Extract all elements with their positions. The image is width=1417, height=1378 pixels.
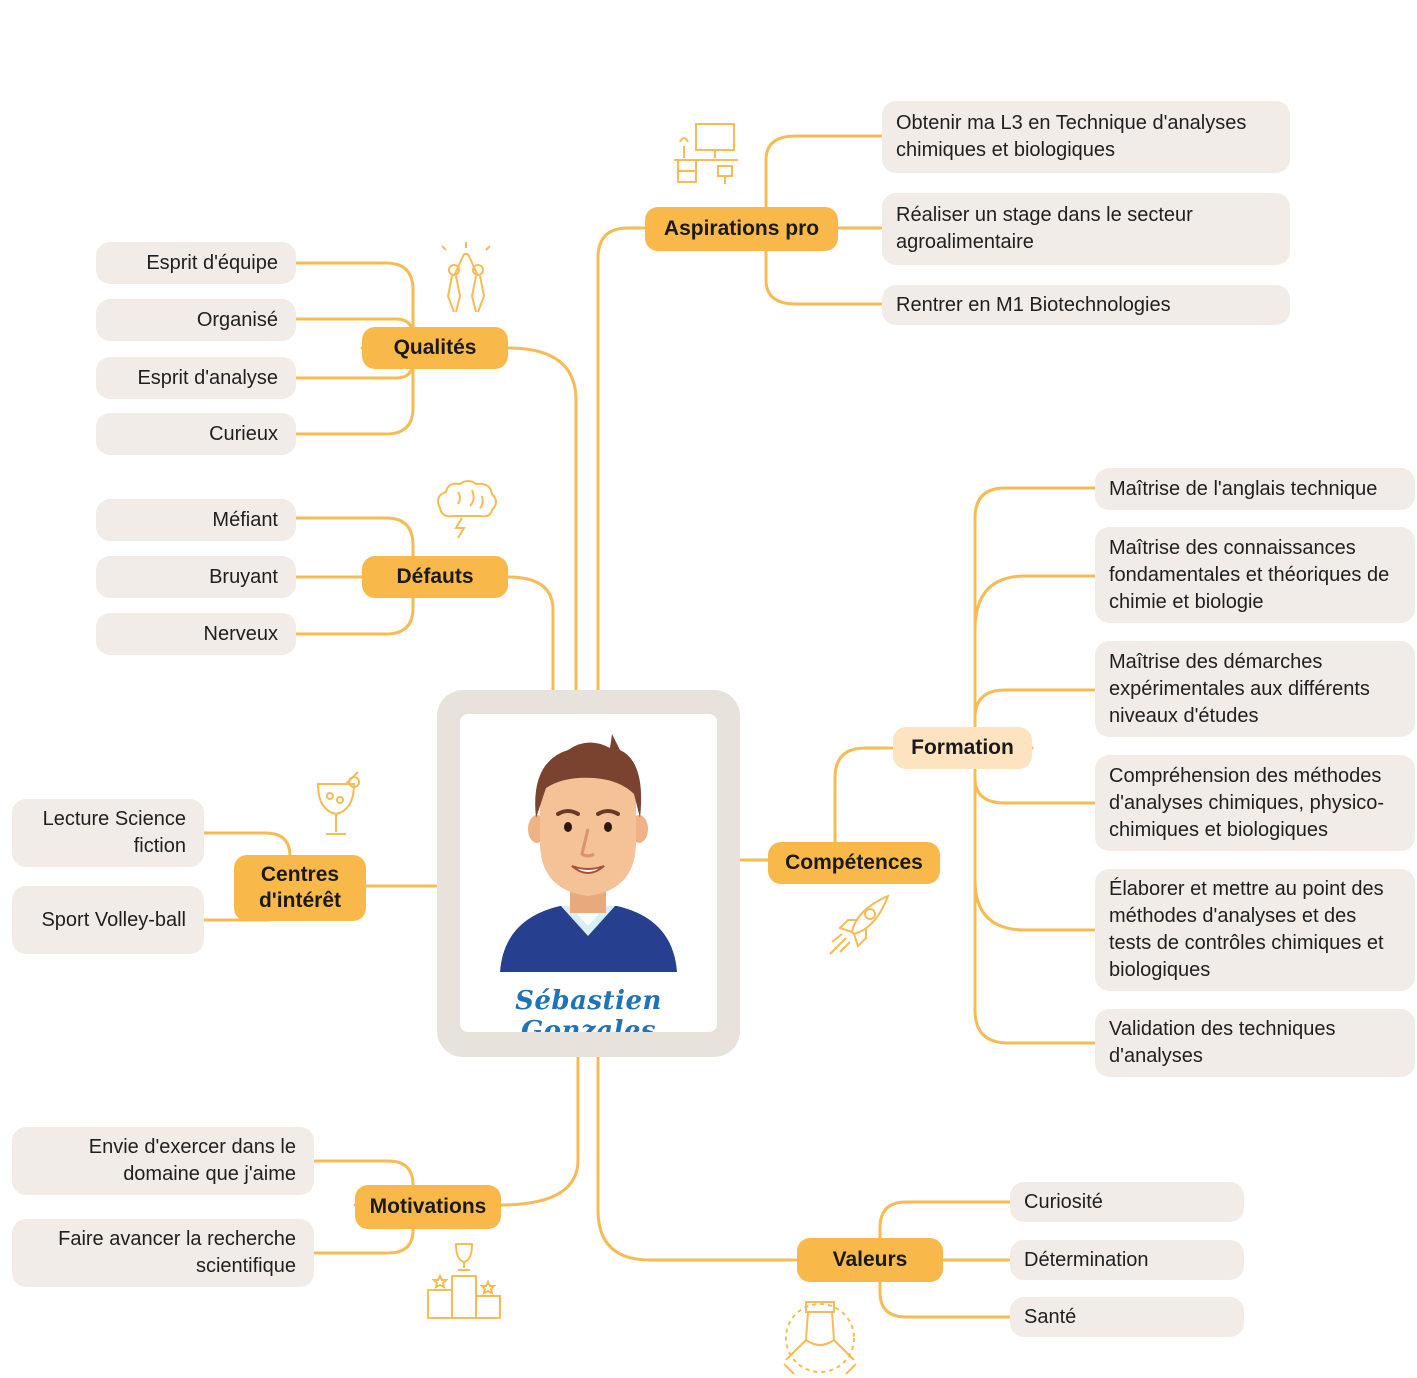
defaut-item: Méfiant <box>96 499 296 541</box>
hub-qualites[interactable]: Qualités <box>362 327 508 369</box>
hub-motivations[interactable]: Motivations <box>355 1185 501 1229</box>
hub-aspirations[interactable]: Aspirations pro <box>645 207 838 251</box>
qualite-item: Esprit d'équipe <box>96 242 296 284</box>
motivation-item: Envie d'exercer dans le domaine que j'ai… <box>12 1127 314 1195</box>
aspiration-item: Rentrer en M1 Biotechnologies <box>882 285 1290 325</box>
storm-brain-icon <box>437 480 497 539</box>
formation-item: Compréhension des méthodes d'analyses ch… <box>1095 755 1415 851</box>
team-hands-icon <box>783 1301 857 1375</box>
motivation-item: Faire avancer la recherche scientifique <box>12 1219 314 1287</box>
high-five-icon <box>441 242 491 313</box>
valeur-item: Curiosité <box>1010 1182 1244 1222</box>
qualite-item: Esprit d'analyse <box>96 357 296 399</box>
cocktail-icon <box>316 771 360 835</box>
qualite-item: Curieux <box>96 413 296 455</box>
profile-card: Sébastien Gonzales <box>437 690 740 1057</box>
formation-item: Maîtrise de l'anglais technique <box>1095 468 1415 510</box>
podium-trophy-icon <box>427 1243 501 1319</box>
valeur-item: Détermination <box>1010 1240 1244 1280</box>
hub-defauts[interactable]: Défauts <box>362 556 508 598</box>
formation-item: Maîtrise des connaissances fondamentales… <box>1095 527 1415 623</box>
interet-item: Lecture Science fiction <box>12 799 204 867</box>
formation-item: Maîtrise des démarches expérimentales au… <box>1095 641 1415 737</box>
hub-interets[interactable]: Centres d'intérêt <box>234 855 366 921</box>
formation-item: Élaborer et mettre au point des méthodes… <box>1095 869 1415 991</box>
hub-formation[interactable]: Formation <box>893 727 1032 769</box>
avatar <box>500 734 677 972</box>
hub-valeurs[interactable]: Valeurs <box>797 1238 943 1282</box>
formation-item: Validation des techniques d'analyses <box>1095 1009 1415 1077</box>
defaut-item: Nerveux <box>96 613 296 655</box>
aspiration-item: Réaliser un stage dans le secteur agroal… <box>882 193 1290 265</box>
rocket-icon <box>829 894 890 955</box>
person-name: Sébastien Gonzales <box>515 986 662 1032</box>
interet-item: Sport Volley-ball <box>12 886 204 954</box>
hub-competences[interactable]: Compétences <box>768 842 940 884</box>
valeur-item: Santé <box>1010 1297 1244 1337</box>
defaut-item: Bruyant <box>96 556 296 598</box>
desk-workspace-icon <box>674 123 738 184</box>
qualite-item: Organisé <box>96 299 296 341</box>
aspiration-item: Obtenir ma L3 en Technique d'analyses ch… <box>882 101 1290 173</box>
